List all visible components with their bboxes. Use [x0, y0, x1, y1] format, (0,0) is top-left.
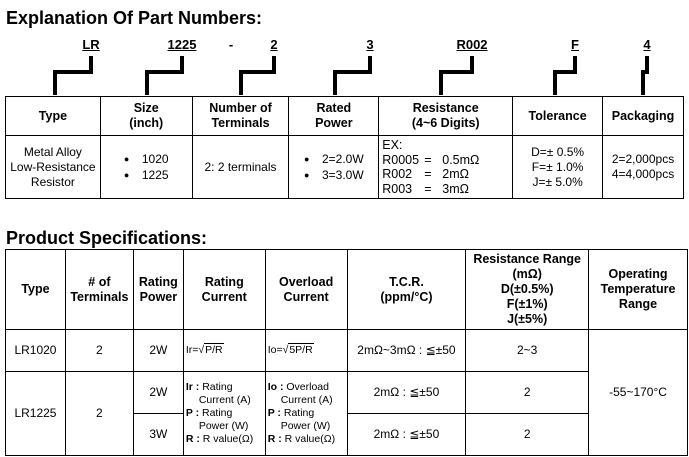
header-size: Size(inch): [99, 96, 193, 136]
table-row: LR1225 2 2W Ir : Rating Current (A) P : …: [5, 371, 688, 456]
specs-heading: Product Specifications:: [6, 228, 208, 248]
spec-power: 3W: [132, 413, 184, 456]
table-row: LR1020 2 2W Ir=√P/R Io=√5P/R 2mΩ~3mΩ : ≦…: [5, 329, 688, 456]
part-code-power: 3: [366, 37, 374, 52]
spec-type-lr1020: LR1020: [5, 329, 66, 372]
part-code-tolerance: F: [571, 37, 579, 52]
tolerance-values: D=± 0.5%F=± 1.0%J=± 5.0%: [512, 135, 604, 199]
part-code-series: LR: [82, 37, 100, 52]
part-code-terminals: 2: [270, 37, 278, 52]
connector-terminals: [239, 56, 276, 95]
spec-terminals: 2: [64, 329, 134, 372]
operating-temperature-value: -55~170°C: [588, 329, 688, 456]
part-code-separator: -: [228, 37, 234, 52]
connector-tolerance: [553, 56, 577, 95]
spec-resistance-range: 2: [465, 413, 590, 456]
connector-power: [333, 56, 372, 95]
header-tolerance: Tolerance: [512, 96, 604, 136]
part-code-resistance: R002: [456, 37, 488, 52]
spec-header-type: Type: [5, 249, 66, 330]
spec-type-lr1225: LR1225: [5, 371, 66, 456]
rating-current-definitions: Ir : Rating Current (A) P : Rating Power…: [182, 371, 266, 456]
size-values: 10201225: [99, 135, 193, 199]
spec-header-resistance-range: Resistance Range (mΩ) D(±0.5%) F(±1%) J(…: [465, 249, 590, 330]
table-row: 3W 2mΩ : ≦±50 2: [6, 413, 688, 456]
part-code-packaging: 4: [643, 37, 651, 52]
spec-header-tcr: T.C.R.(ppm/°C): [346, 249, 467, 330]
spec-power: 2W: [132, 329, 184, 372]
overload-current-formula: Io=√5P/R: [264, 329, 348, 372]
connector-series: [53, 56, 93, 95]
terminals-value: 2: 2 terminals: [191, 135, 290, 199]
spec-tcr: 2mΩ~3mΩ : ≦±50: [346, 329, 467, 372]
connector-resistance: [439, 56, 474, 95]
spec-terminals: 2: [64, 371, 134, 456]
spec-power: 2W: [132, 371, 184, 414]
explanation-heading: Explanation Of Part Numbers:: [6, 8, 263, 28]
part-number-connectors: [53, 56, 649, 95]
connector-size: [145, 56, 184, 95]
spec-tcr: 2mΩ : ≦±50: [346, 371, 467, 414]
header-type: Type: [5, 96, 101, 136]
part-code-size: 1225: [167, 37, 197, 52]
power-values: 2=2.0W3=3.0W: [288, 135, 380, 199]
spec-resistance-range: 2~3: [465, 329, 590, 372]
header-packaging: Packaging: [602, 96, 684, 136]
rating-current-formula: Ir=√P/R: [182, 329, 266, 372]
spec-resistance-range: 2: [465, 371, 590, 414]
connector-packaging: [641, 56, 649, 95]
resistance-examples: EX: R0005=0.5mΩ R002=2mΩ R003=3mΩ: [378, 135, 514, 199]
overload-current-definitions: Io : Overload Current (A) P : Rating Pow…: [264, 371, 348, 456]
spec-tcr: 2mΩ : ≦±50: [346, 413, 467, 456]
header-resistance: Resistance(4~6 Digits): [378, 96, 514, 136]
